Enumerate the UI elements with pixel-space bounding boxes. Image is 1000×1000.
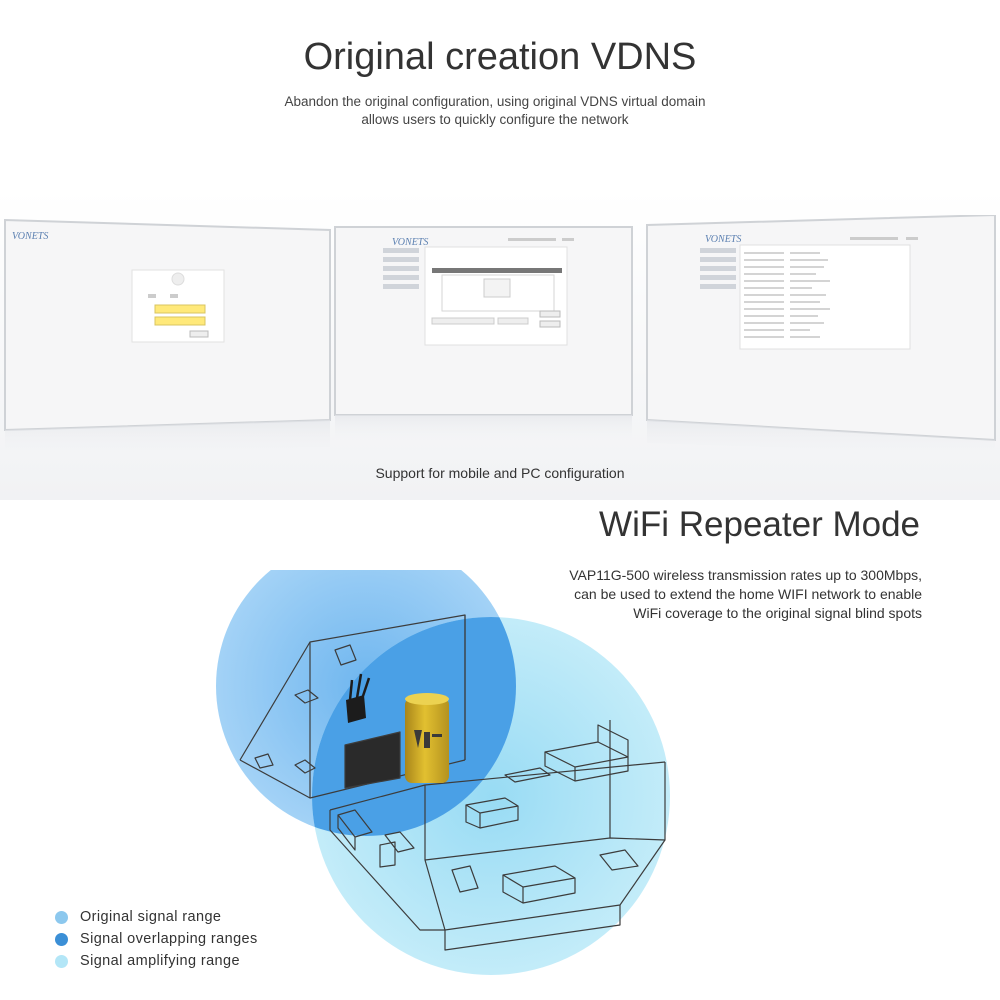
login-screen-logo: VONETS bbox=[12, 231, 48, 242]
vdns-section: Original creation VDNS Abandon the origi… bbox=[0, 0, 1000, 500]
setup-screen-logo: VONETS bbox=[392, 237, 428, 248]
legend-dot-overlapping bbox=[55, 932, 68, 946]
vdns-subtitle-line-1: Abandon the original configuration, usin… bbox=[284, 94, 706, 109]
setup-screen: VONETS bbox=[334, 226, 633, 441]
config-screens: VONETS VONETS bbox=[4, 215, 996, 455]
login-screen: VONETS bbox=[4, 218, 331, 455]
repeater-title: WiFi Repeater Mode bbox=[599, 505, 920, 544]
legend-label-original: Original signal range bbox=[80, 909, 222, 925]
repeater-description-line-1: VAP11G-500 wireless transmission rates u… bbox=[569, 567, 922, 583]
repeater-description-line-3: WiFi coverage to the original signal bli… bbox=[633, 605, 922, 621]
vdns-subtitle: Abandon the original configuration, usin… bbox=[270, 93, 720, 129]
repeater-illustration bbox=[216, 570, 670, 975]
legend-item-original: Original signal range bbox=[55, 906, 258, 928]
floor-plan bbox=[239, 614, 666, 951]
legend-item-amplifying: Signal amplifying range bbox=[55, 950, 258, 972]
signal-legend: Original signal range Signal overlapping… bbox=[55, 906, 258, 972]
vdns-title: Original creation VDNS bbox=[303, 36, 697, 78]
legend-item-overlapping: Signal overlapping ranges bbox=[55, 928, 258, 950]
legend-label-amplifying: Signal amplifying range bbox=[80, 953, 240, 969]
router-icon bbox=[346, 673, 371, 723]
repeater-description: VAP11G-500 wireless transmission rates u… bbox=[500, 566, 922, 623]
status-screen: VONETS bbox=[646, 215, 996, 455]
repeater-device-icon bbox=[405, 693, 449, 783]
legend-label-overlapping: Signal overlapping ranges bbox=[80, 931, 258, 947]
legend-dot-amplifying bbox=[55, 954, 68, 968]
vdns-subtitle-line-2: allows users to quickly configure the ne… bbox=[361, 112, 629, 127]
repeater-description-line-2: can be used to extend the home WIFI netw… bbox=[574, 586, 922, 602]
status-screen-logo: VONETS bbox=[705, 234, 741, 245]
config-caption: Support for mobile and PC configuration bbox=[375, 465, 625, 481]
legend-dot-original bbox=[55, 910, 68, 924]
